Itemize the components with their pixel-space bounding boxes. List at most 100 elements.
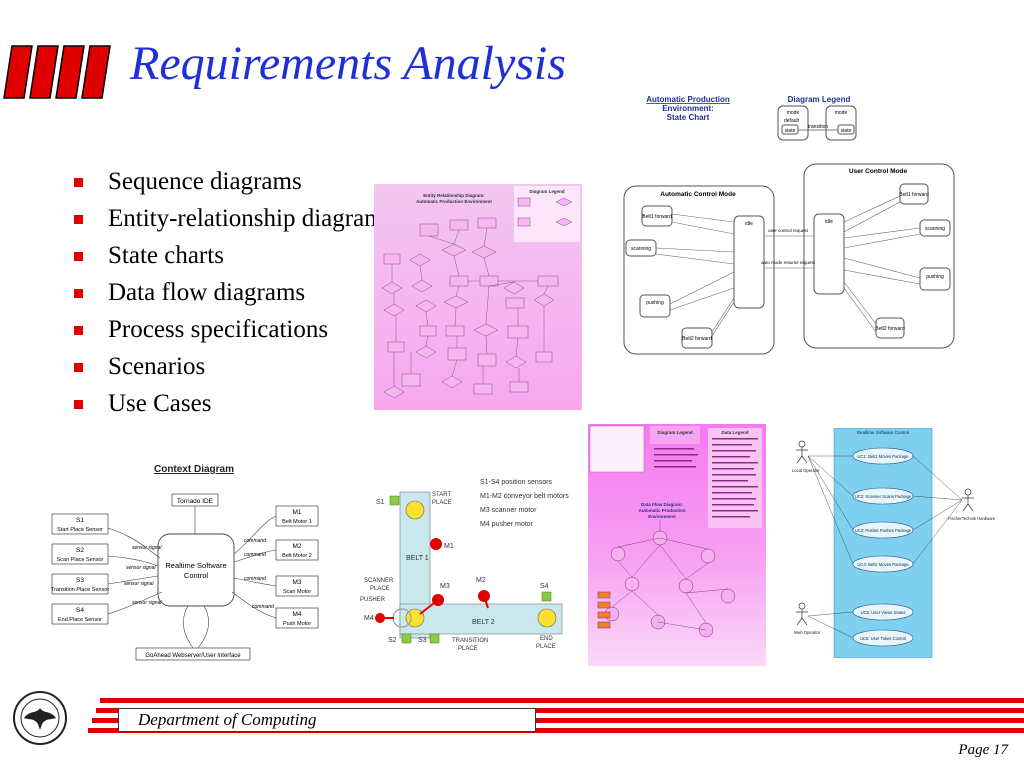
- end-place-label: END: [540, 636, 553, 642]
- motor-m3-arm: [419, 599, 439, 615]
- conveyor-legend-text: M1-M2 conveyor belt motors: [480, 493, 569, 500]
- legend-label: mode: [787, 110, 800, 116]
- conveyor-legend-text: M4 pusher motor: [480, 521, 534, 528]
- use-case-figure: Realtime Software Control UC1: Belt1 Mov…: [792, 428, 996, 658]
- motor-m3-label: M3: [440, 583, 450, 590]
- sensor-s3-mark: [429, 633, 440, 644]
- sensor-s1-label: S1: [376, 499, 385, 506]
- motor-id: M4: [292, 611, 301, 618]
- use-case-label: UC1: Belt1 Moves Package: [857, 454, 909, 459]
- bullet-item: State charts: [74, 240, 384, 271]
- state-idle-auto: [733, 215, 765, 309]
- motor-label: Belt Motor 1: [282, 519, 312, 525]
- legend-label: mode: [835, 110, 848, 116]
- legend-label: state: [785, 128, 796, 134]
- state-chart-title: State Chart: [667, 113, 710, 122]
- er-legend-title: Diagram Legend: [529, 189, 565, 194]
- sensor-s3-label: S3: [418, 637, 427, 644]
- sensor-id: S1: [76, 517, 84, 524]
- sensor-label: Transition Place Sensor: [51, 587, 109, 593]
- user-mode-box: [803, 163, 955, 349]
- use-case-system-title: Realtime Software Control: [857, 430, 910, 435]
- legend-label: state: [841, 128, 852, 134]
- motor-id: M2: [292, 543, 301, 550]
- bullet-item: Sequence diagrams: [74, 166, 384, 197]
- flow-label: sensor signal: [126, 565, 156, 571]
- use-case-label: UC4: Belt2 Moves Package: [857, 562, 909, 567]
- actor-label: FischerTechnik Hardware: [948, 516, 996, 521]
- motor-m2-arm: [483, 595, 489, 609]
- state-label: idle: [825, 219, 833, 225]
- transition-place-label: PLACE: [458, 646, 478, 652]
- use-case-label: UC5: User Views Status: [861, 610, 906, 615]
- state-belt1: [641, 205, 673, 227]
- bullet-item: Data flow diagrams: [74, 277, 384, 308]
- legend-label: transition: [808, 124, 829, 130]
- motor-id: M1: [292, 509, 301, 516]
- state-label: pushing: [926, 274, 944, 280]
- sensor-s2-mark: [401, 633, 412, 644]
- bullet-list: Sequence diagrams Entity-relationship di…: [74, 166, 384, 425]
- sensor-label: Start Place Sensor: [57, 527, 103, 533]
- package-start: [405, 500, 425, 520]
- bullet-text: Sequence diagrams: [108, 168, 302, 195]
- tornado-label: Tornado IDE: [177, 498, 214, 505]
- bullet-square-icon: [74, 178, 83, 187]
- transition-label: auto mode resume request: [761, 260, 816, 265]
- actor-label: Local Operator: [792, 468, 820, 473]
- flow-label: command: [244, 576, 266, 582]
- end-place-label: PLACE: [536, 644, 556, 650]
- bullet-text: Data flow diagrams: [108, 279, 306, 306]
- dfd-inset: [589, 425, 645, 473]
- motor-m4-label: M4: [364, 615, 374, 622]
- motor-m1-label: M1: [444, 543, 454, 550]
- legend-label: default: [784, 118, 800, 124]
- conveyor-legend-text: S1-S4 position sensors: [480, 479, 552, 486]
- center-process-box: [157, 533, 235, 607]
- bullet-text: State charts: [108, 242, 224, 269]
- legend-state-box: [837, 124, 855, 135]
- dfd-data-legend-title: Data Legend: [721, 430, 748, 435]
- state-label: Belt2 forward: [875, 326, 905, 332]
- footer-red-stripes: [88, 698, 1024, 733]
- conveyor-diagram-figure: S1-S4 position sensors M1-M2 conveyor be…: [360, 479, 569, 652]
- dfd-figure: Diagram Legend Data Legend Data Flow Dia…: [588, 424, 766, 666]
- flow-label: command: [252, 604, 274, 610]
- dfd-title: Environment: [648, 514, 676, 519]
- state-chart-title: Environment:: [662, 104, 714, 113]
- sensor-s4-label: S4: [540, 583, 549, 590]
- dfd-data-legend-panel: [708, 428, 762, 528]
- bullet-square-icon: [74, 400, 83, 409]
- sensor-box-s2: [51, 543, 109, 565]
- sensor-label: Scan Place Sensor: [57, 557, 104, 563]
- flow-label: sensor signal: [124, 581, 154, 587]
- use-case-label: UC6: User Takes Control: [860, 636, 906, 641]
- state-idle-user: [813, 213, 845, 295]
- start-place-label: START: [432, 492, 451, 498]
- dfd-title: Data Flow Diagram:: [641, 502, 684, 507]
- scanner-place-label: PLACE: [370, 586, 390, 592]
- sensor-box-s1: [51, 513, 109, 535]
- page-title: Requirements Analysis: [130, 37, 566, 90]
- state-label: pushing: [646, 300, 664, 306]
- bullet-item: Use Cases: [74, 388, 384, 419]
- sensor-s4-mark: [541, 591, 552, 602]
- actor-hardware-icon: [964, 488, 972, 496]
- bullet-text: Process specifications: [108, 316, 329, 343]
- state-label: scanning: [925, 226, 945, 232]
- bullet-item: Scenarios: [74, 351, 384, 382]
- motor-id: M3: [292, 579, 301, 586]
- sensor-s2-label: S2: [388, 637, 397, 644]
- state-belt1-user: [899, 183, 929, 205]
- eagle-icon: [24, 708, 56, 730]
- context-diagram-figure: Context Diagram Tornado IDE Realtime Sof…: [51, 464, 319, 661]
- page-number: Page 17: [958, 742, 1008, 758]
- actor-local-operator-icon: [798, 440, 806, 448]
- bullet-text: Use Cases: [108, 390, 212, 417]
- bullet-text: Entity-relationship diagram: [108, 205, 384, 232]
- state-chart-figure: Automatic Production Environment: State …: [623, 95, 955, 355]
- er-title: Entity Relationship Diagram:: [423, 193, 485, 198]
- er-title: Automatic Production Environment: [416, 199, 492, 204]
- user-mode-label: User Control Mode: [849, 168, 908, 175]
- sensor-id: S2: [76, 547, 84, 554]
